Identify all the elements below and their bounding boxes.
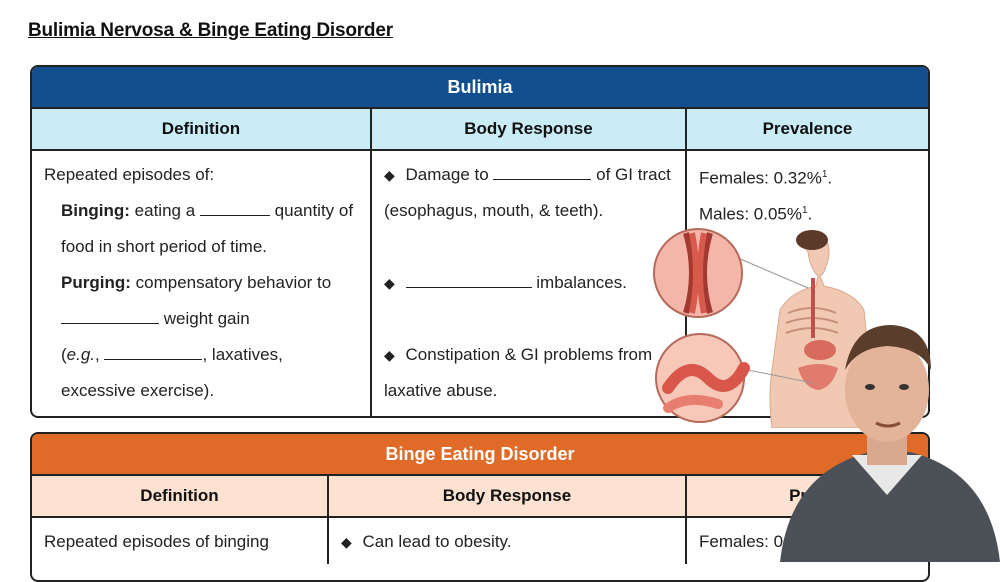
header-definition: Definition (32, 109, 372, 149)
binging-text-1: eating a (134, 201, 196, 220)
blank-imbalances (405, 273, 532, 288)
example-line-1: (e.g., , laxatives, (61, 345, 283, 364)
response-item-1-c: (esophagus, mouth, & teeth). (384, 201, 604, 220)
bed-body-response-cell: ◆ Can lead to obesity. (329, 518, 687, 564)
binging-line-2: food in short period of time. (61, 237, 268, 256)
blank-damage (493, 165, 592, 180)
digestive-anatomy-illustration (653, 228, 872, 428)
definition-intro: Repeated episodes of: (44, 165, 215, 184)
blank-example (104, 345, 203, 360)
example-prefix: e.g. (66, 345, 96, 364)
binging-line-1: Binging: eating a quantity of (44, 197, 358, 233)
bed-definition-cell: Repeated episodes of binging (32, 518, 329, 564)
presenter-video-overlay (780, 325, 1000, 562)
purging-line-2: weight gain (44, 305, 358, 341)
blank-quantity (199, 201, 270, 216)
response-item-2-text: imbalances. (536, 273, 627, 292)
binging-term: Binging: (61, 201, 130, 220)
prevalence-females: Females: 0.32%1. (699, 168, 833, 188)
bed-header-row: Definition Body Response Prev (32, 476, 928, 518)
purging-text-1: compensatory behavior to (135, 273, 332, 292)
bed-header-definition: Definition (32, 476, 329, 516)
diamond-bullet-icon: ◆ (384, 167, 395, 183)
response-item-2: ◆ imbalances. (384, 269, 673, 305)
response-item-1-b: of GI tract (596, 165, 671, 184)
response-item-3: ◆ Constipation & GI problems from (384, 341, 673, 377)
diamond-bullet-icon: ◆ (384, 275, 395, 291)
bed-header-body-response: Body Response (329, 476, 687, 516)
bed-table: Binge Eating Disorder Definition Body Re… (30, 432, 930, 582)
purging-text-2: weight gain (163, 309, 250, 328)
example-text: , laxatives, (202, 345, 283, 364)
bulimia-body-response-cell: ◆ Damage to of GI tract (esophagus, mout… (372, 151, 687, 416)
response-item-1-a: Damage to (405, 165, 489, 184)
bed-prevalence-cell: Females: 0 (699, 532, 784, 551)
blank-weight (61, 309, 159, 324)
response-item-3-a: Constipation & GI problems from (405, 345, 653, 364)
binging-text-2: quantity of (274, 201, 354, 220)
response-item-1: ◆ Damage to of GI tract (384, 161, 673, 197)
prevalence-males: Males: 0.05%1. (699, 204, 813, 224)
bulimia-table: Bulimia Definition Body Response Prevale… (30, 65, 930, 418)
response-item-3-b: laxative abuse. (384, 381, 498, 400)
bulimia-prevalence-cell: Females: 0.32%1. Males: 0.05%1. (687, 151, 928, 416)
bulimia-header-row: Definition Body Response Prevalence (32, 109, 928, 151)
page-title: Bulimia Nervosa & Binge Eating Disorder (28, 20, 393, 41)
bed-title: Binge Eating Disorder (32, 434, 928, 476)
bulimia-definition-cell: Repeated episodes of: Binging: eating a … (32, 151, 372, 416)
purging-term: Purging: (61, 273, 131, 292)
purging-line-1: Purging: compensatory behavior to (44, 269, 358, 305)
header-body-response: Body Response (372, 109, 687, 149)
example-line-2: excessive exercise). (61, 381, 215, 400)
diamond-bullet-icon: ◆ (341, 534, 352, 550)
diamond-bullet-icon: ◆ (384, 347, 395, 363)
bulimia-title: Bulimia (32, 67, 928, 109)
bed-body-row: Repeated episodes of binging ◆ Can lead … (32, 518, 928, 564)
header-prevalence: Prevalence (762, 119, 853, 138)
